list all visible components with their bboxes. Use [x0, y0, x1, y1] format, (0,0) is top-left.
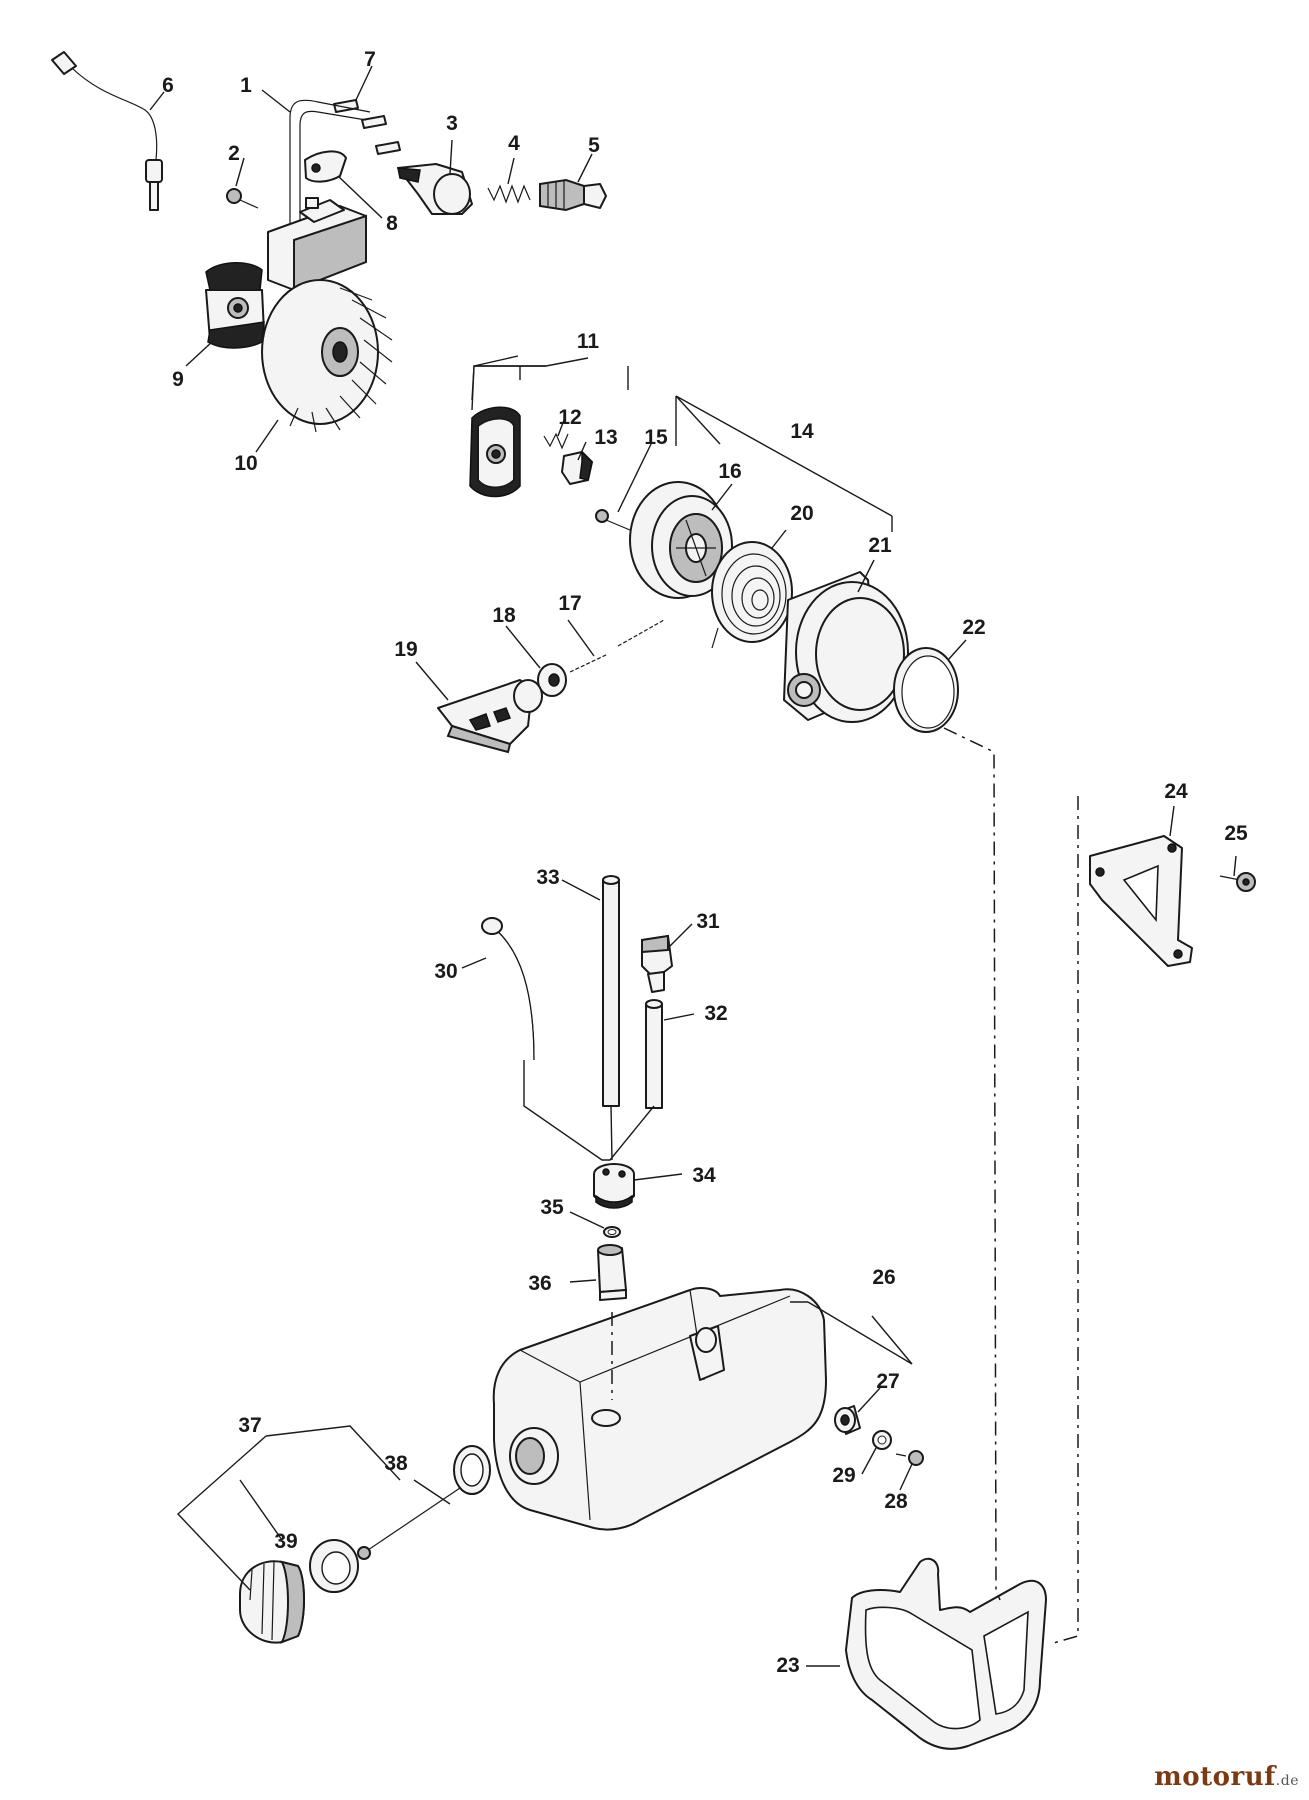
callout-6: 6: [162, 74, 174, 97]
callout-11: 11: [577, 330, 600, 353]
part-2-screw: [226, 188, 259, 209]
part-30-fuel-hose: [481, 917, 535, 1061]
part-10-flywheel: [261, 279, 393, 433]
part-17-rope: [569, 619, 665, 673]
callout-31: 31: [696, 910, 720, 933]
callout-21: 21: [868, 534, 892, 557]
part-18-bushing: [537, 663, 567, 697]
callout-35: 35: [540, 1196, 564, 1219]
part-36-vent-valve: [597, 1244, 627, 1301]
part-33-long-tube: [602, 875, 620, 1107]
part-26-fuel-tank: [492, 1287, 827, 1531]
callout-17: 17: [558, 592, 581, 615]
part-9-clutch-shoe: [205, 262, 265, 349]
callout-26: 26: [872, 1266, 895, 1289]
watermark-tld: .de: [1275, 1773, 1299, 1789]
callout-25: 25: [1224, 822, 1248, 845]
part-38-fuel-pickup: [357, 1445, 491, 1560]
part-19-starter-handle: [437, 679, 543, 754]
callout-39: 39: [274, 1530, 297, 1553]
callout-2: 2: [228, 142, 240, 165]
assembly-lines: [611, 727, 1079, 1645]
callout-23: 23: [776, 1654, 799, 1677]
callout-27: 27: [876, 1370, 899, 1393]
callout-numbers: 1 2 3 4 5 6 7 8 9 10 11 12 13 14 15 16 1…: [162, 48, 1248, 1677]
callout-10: 10: [234, 452, 257, 475]
callout-1: 1: [240, 74, 252, 97]
part-23-tank-guard: [845, 1557, 1047, 1750]
watermark-name: motoruf: [1154, 1762, 1276, 1792]
part-22-o-ring: [893, 647, 959, 733]
callout-5: 5: [588, 134, 600, 157]
part-29-washer: [872, 1430, 892, 1450]
callout-38: 38: [384, 1452, 408, 1475]
callout-22: 22: [962, 616, 985, 639]
part-1-ignition-coil: [267, 99, 371, 292]
part-3-plug-boot: [397, 163, 473, 215]
callout-9: 9: [172, 368, 184, 391]
part-35-small-o-ring: [603, 1226, 621, 1238]
leader-lines: [149, 65, 1237, 1667]
callout-16: 16: [718, 460, 741, 483]
callout-32: 32: [704, 1002, 727, 1025]
callout-24: 24: [1164, 780, 1188, 803]
part-8-coil-cover: [304, 150, 347, 183]
part-11-clutch-plate: [469, 406, 521, 498]
watermark-logo: motoruf.de: [1154, 1762, 1299, 1792]
part-32-short-tube: [645, 999, 663, 1109]
callout-36: 36: [528, 1272, 551, 1295]
part-25-bolt: [1219, 872, 1256, 892]
callout-13: 13: [594, 426, 617, 449]
callout-12: 12: [558, 406, 581, 429]
part-20-recoil-spring: [711, 541, 793, 649]
callout-28: 28: [884, 1490, 908, 1513]
callout-20: 20: [790, 502, 813, 525]
part-37-fuel-cap: [239, 1560, 305, 1644]
callout-14: 14: [790, 420, 814, 443]
part-31-fuel-filter: [641, 934, 673, 993]
callout-18: 18: [492, 604, 516, 627]
callout-4: 4: [508, 132, 520, 155]
part-15-screw: [595, 509, 631, 531]
part-24-bracket: [1089, 835, 1193, 967]
callout-33: 33: [536, 866, 559, 889]
part-21-starter-housing: [783, 571, 909, 723]
callout-7: 7: [364, 48, 376, 71]
part-7-rods: [333, 99, 401, 155]
callout-37: 37: [238, 1414, 261, 1437]
callout-3: 3: [446, 112, 458, 135]
part-34-grommet: [593, 1163, 635, 1209]
callout-34: 34: [692, 1164, 716, 1187]
part-16-starter-pulley: [629, 481, 733, 599]
part-39-gasket: [309, 1539, 359, 1593]
part-4-spring: [487, 184, 531, 204]
callout-30: 30: [434, 960, 457, 983]
part-27-bushing: [834, 1405, 861, 1435]
callout-29: 29: [832, 1464, 855, 1487]
part-5-terminal: [539, 178, 607, 212]
callout-15: 15: [644, 426, 668, 449]
part-12-spring: [543, 432, 569, 450]
part-13-pawl: [561, 450, 593, 485]
callout-19: 19: [394, 638, 417, 661]
callout-8: 8: [386, 212, 398, 235]
part-28-screw: [895, 1450, 924, 1466]
part-6-ignition-wire: [51, 51, 163, 211]
